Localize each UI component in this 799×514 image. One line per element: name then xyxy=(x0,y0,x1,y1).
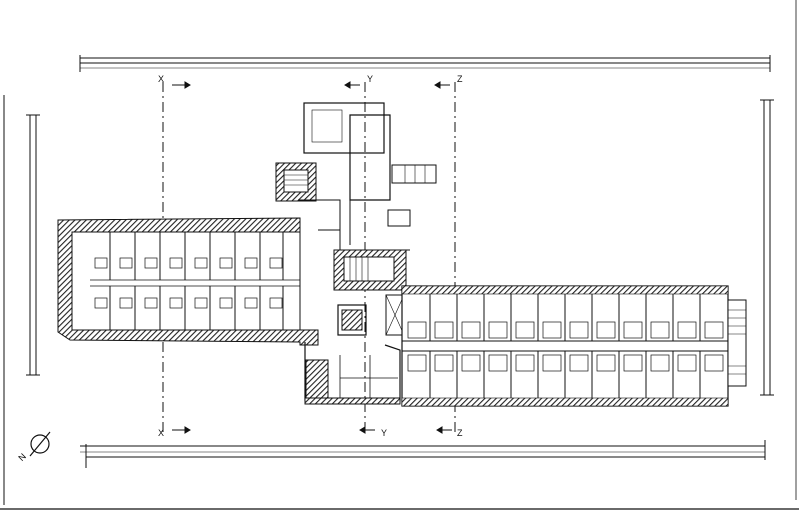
section-label-z-top: Z xyxy=(457,74,463,84)
section-label-x-top: X xyxy=(158,74,164,84)
north-arrow-icon xyxy=(29,431,51,457)
section-label-z-bottom: Z xyxy=(457,428,463,438)
east-wing xyxy=(401,285,747,407)
west-wing xyxy=(57,217,319,346)
top-dimension-lines xyxy=(79,55,771,72)
north-label: N xyxy=(16,451,28,463)
bottom-dimension-lines xyxy=(80,440,766,468)
section-label-y-bottom: Y xyxy=(381,428,387,438)
section-arrows xyxy=(172,81,452,434)
left-dimension-lines xyxy=(26,114,40,376)
section-label-y-top: Y xyxy=(367,74,373,84)
section-label-x-bottom: X xyxy=(158,428,164,438)
right-dimension-lines xyxy=(760,99,774,396)
